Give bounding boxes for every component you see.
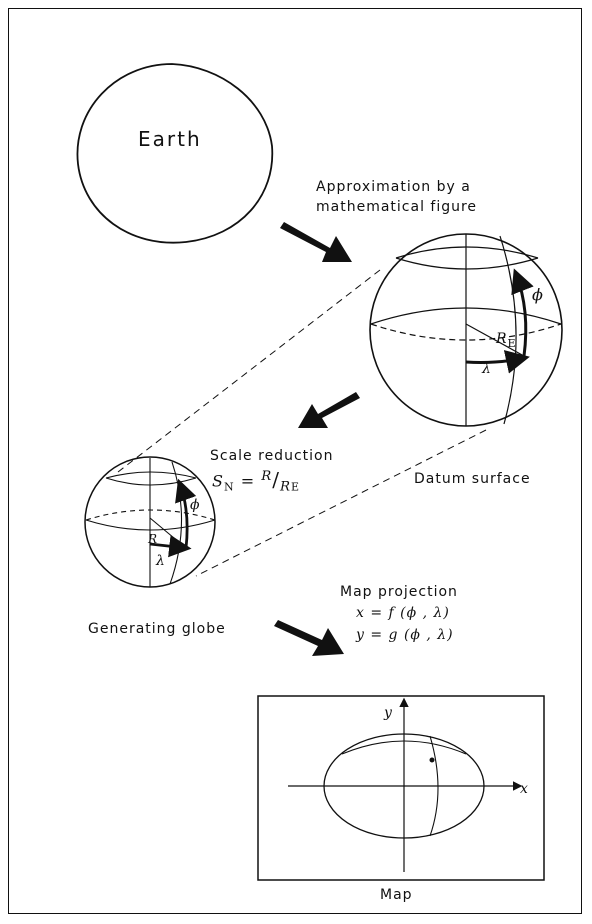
map-label: Map [380,887,413,903]
arrow-icon [274,620,344,656]
generating-globe-label: Generating globe [88,621,226,637]
projection-line [117,269,381,473]
scale-reduction-label: Scale reduction [210,448,334,464]
equation-x: x = f (ϕ , λ) [356,605,450,621]
radius-earth-symbol: RE [496,331,517,350]
axis-y-label: y [384,705,393,721]
map-projection-label: Map projection [340,584,458,600]
datum-sphere [369,233,563,427]
approximation-label-line2: mathematical figure [316,199,478,215]
lambda-symbol-small: λ [156,553,166,569]
arrow-icon [298,392,360,428]
datum-surface-label: Datum surface [414,471,531,487]
lambda-symbol-large: λ [482,361,492,377]
approximation-label-line1: Approximation by a [316,179,471,195]
axis-x-label: x [520,781,529,797]
figure-frame [8,8,582,914]
phi-symbol-small: ϕ [190,497,201,513]
generating-globe [84,456,216,588]
equation-y: y = g (ϕ , λ) [356,627,454,643]
radius-symbol-small: R [148,532,159,546]
arrow-icon [280,222,352,262]
earth-label: Earth [138,127,202,151]
earth-outline [76,63,274,244]
scale-formula: SN = R/RE [212,467,301,495]
projection-line [195,429,487,577]
phi-symbol-large: ϕ [532,285,544,304]
map-panel [257,695,545,881]
